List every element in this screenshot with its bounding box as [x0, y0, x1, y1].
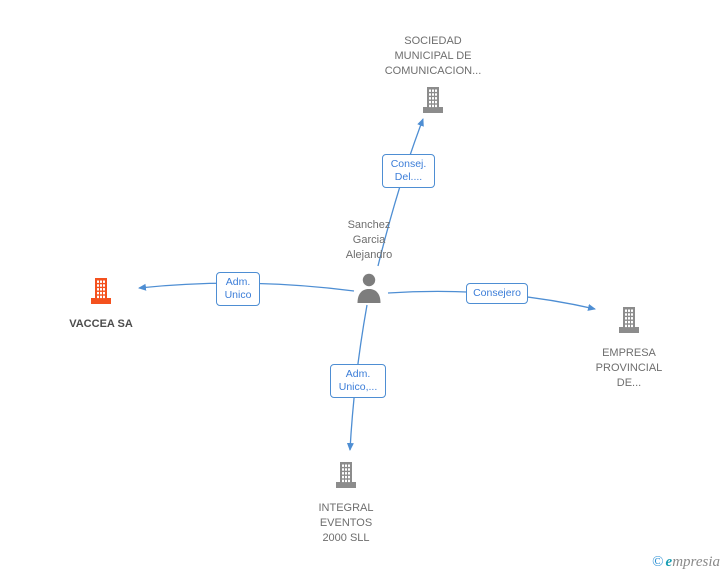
- copyright-symbol: ©: [652, 554, 664, 570]
- node-person-sanchez[interactable]: Sanchez Garcia Alejandro: [309, 218, 429, 308]
- edge-label-line: Del....: [394, 171, 423, 183]
- node-label-line: Alejandro: [345, 249, 393, 261]
- node-label-line: SOCIEDAD: [404, 35, 462, 47]
- node-label-line: VACCEA SA: [69, 318, 133, 330]
- edge-label-line: Unico: [224, 289, 252, 301]
- node-label: VACCEA SA: [41, 317, 161, 332]
- node-label: EMPRESA PROVINCIAL DE...: [569, 346, 689, 391]
- edge-label-adm-unico-2[interactable]: Adm. Unico,...: [330, 364, 386, 398]
- edge-person-to-sociedad: [377, 118, 424, 267]
- node-sociedad-municipal[interactable]: SOCIEDAD MUNICIPAL DE COMUNICACION...: [353, 34, 513, 118]
- building-icon: [89, 278, 113, 309]
- person-icon: [356, 273, 382, 308]
- node-label-line: PROVINCIAL: [595, 362, 663, 374]
- node-label-line: Sanchez: [347, 219, 391, 231]
- node-label: Sanchez Garcia Alejandro: [309, 218, 429, 263]
- node-label-line: COMUNICACION...: [384, 65, 482, 77]
- edge-label-adm-unico[interactable]: Adm. Unico: [216, 272, 260, 306]
- building-icon: [334, 462, 358, 493]
- empresia-logo[interactable]: ©empresia: [652, 554, 720, 571]
- node-label-line: EVENTOS: [319, 517, 373, 529]
- edge-label-line: Adm.: [345, 368, 371, 380]
- edge-label-consej-del[interactable]: Consej. Del....: [382, 154, 435, 188]
- brand-rest: mpresia: [672, 554, 720, 570]
- node-label-line: EMPRESA: [602, 347, 656, 359]
- building-icon: [421, 87, 445, 118]
- edge-label-line: Consej.: [390, 158, 427, 170]
- node-label-line: 2000 SLL: [322, 532, 370, 544]
- edge-label-line: Consejero: [473, 287, 521, 299]
- node-label-line: DE...: [616, 377, 642, 389]
- node-empresa-provincial[interactable]: EMPRESA PROVINCIAL DE...: [569, 307, 689, 391]
- brand-initial: e: [665, 554, 673, 570]
- node-label: INTEGRAL EVENTOS 2000 SLL: [286, 501, 406, 546]
- node-label-line: Garcia: [352, 234, 386, 246]
- edge-label-line: Adm.: [225, 276, 251, 288]
- edge-label-line: Unico,...: [338, 381, 378, 393]
- building-icon: [617, 307, 641, 338]
- node-vaccea[interactable]: VACCEA SA: [41, 278, 161, 332]
- edge-label-consejero[interactable]: Consejero: [466, 283, 528, 304]
- node-label: SOCIEDAD MUNICIPAL DE COMUNICACION...: [353, 34, 513, 79]
- node-label-line: INTEGRAL: [318, 502, 374, 514]
- node-integral-eventos[interactable]: INTEGRAL EVENTOS 2000 SLL: [286, 462, 406, 546]
- node-label-line: MUNICIPAL DE: [394, 50, 472, 62]
